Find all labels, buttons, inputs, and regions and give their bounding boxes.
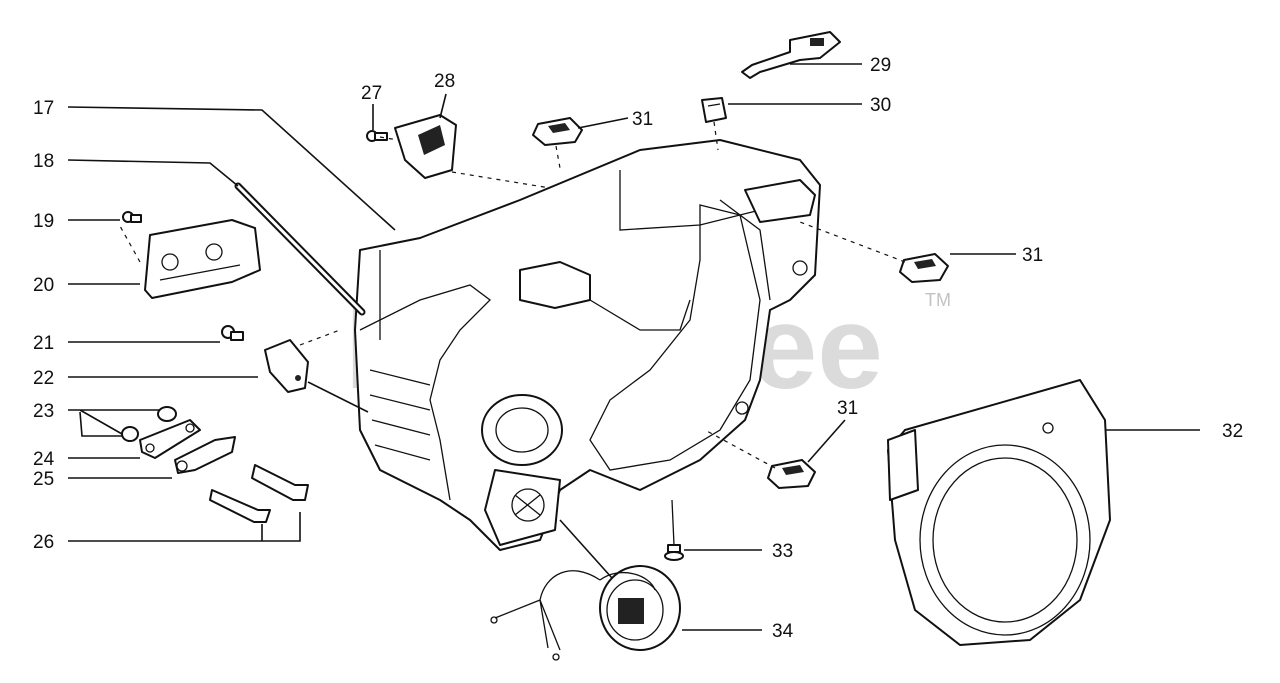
assembly-dashes: [119, 121, 906, 469]
part-18-rod: [234, 182, 366, 316]
callout-28: 28: [434, 71, 455, 92]
parts-23-26-tensioner: [121, 406, 309, 523]
leader-lines: [67, 63, 1200, 631]
part-20-guide-plate: [144, 219, 261, 299]
crankcase-housing: [354, 139, 821, 551]
callout-18: 18: [33, 151, 54, 172]
callout-20: 20: [33, 275, 54, 296]
part-27-screw: [366, 130, 388, 142]
callout-31-top: 31: [632, 109, 653, 130]
callout-19: 19: [33, 211, 54, 232]
callout-22: 22: [33, 368, 54, 389]
part-31-nut-top: [532, 117, 583, 146]
callout-27: 27: [361, 83, 382, 104]
callout-34: 34: [772, 621, 794, 642]
part-21-screw: [221, 325, 244, 341]
callout-33: 33: [772, 541, 793, 562]
part-31-nut-right: [899, 253, 949, 283]
callout-26: 26: [33, 532, 54, 553]
callout-labels: 17 18 19 20 21 22 23 24 25 26 27 28 29 3…: [33, 55, 1243, 642]
part-22-cover: [264, 339, 309, 393]
callout-29: 29: [870, 55, 891, 76]
part-19-screw: [122, 211, 142, 223]
part-34-cap: [490, 565, 681, 661]
part-28-bracket: [394, 114, 457, 179]
watermark-trademark: TM: [925, 290, 951, 310]
callout-31-right: 31: [1022, 245, 1043, 266]
part-31-nut-bottom: [767, 459, 816, 489]
callout-30: 30: [870, 95, 891, 116]
callout-31-bottom: 31: [837, 398, 858, 419]
callout-21: 21: [33, 333, 54, 354]
part-32-fan-cover: [887, 379, 1111, 646]
part-33-screw: [664, 499, 684, 561]
callout-17: 17: [33, 98, 54, 119]
callout-25: 25: [33, 469, 54, 490]
callout-24: 24: [33, 449, 55, 470]
part-29-lever: [741, 31, 841, 79]
callout-23: 23: [33, 401, 54, 422]
part-30-clip: [701, 97, 727, 123]
callout-32: 32: [1222, 421, 1243, 442]
